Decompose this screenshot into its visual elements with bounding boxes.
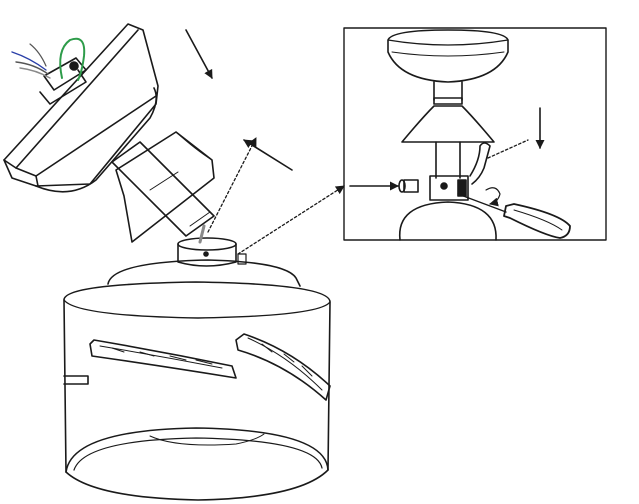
upward-arrow [243, 139, 293, 171]
motor-top [107, 259, 301, 287]
gray-wire [15, 61, 49, 75]
canopy-plate [3, 23, 159, 187]
blade-slot-right [235, 333, 331, 401]
inset-bell-cover [401, 105, 495, 143]
inset-motor-top [399, 201, 497, 241]
downrod [111, 141, 215, 237]
supply-wires [11, 37, 86, 81]
inset-frame [343, 27, 607, 241]
screwdriver-icon [457, 193, 571, 239]
collar-pin [203, 251, 209, 257]
tilted-canopy-assembly [3, 23, 215, 243]
dotted-guide-to-rod [207, 137, 257, 233]
housing-drum [63, 281, 331, 501]
inset-canopy [387, 29, 509, 83]
dotted-guide-to-inset [237, 185, 345, 255]
light-gray-wire [19, 67, 51, 79]
fan-housing [63, 224, 331, 501]
canopy-bowl [35, 87, 158, 193]
inset-detail [343, 27, 607, 241]
blue-wire [11, 51, 47, 71]
inset-hanger-hook [469, 142, 491, 185]
bracket-screw [69, 61, 79, 71]
lower-arrow [185, 29, 213, 79]
canopy-plate-inner-edge [3, 29, 139, 169]
housing-slot-left [63, 375, 89, 385]
inset-downrod [433, 81, 463, 101]
inset-collar [429, 175, 469, 201]
inset-rotation-arrow [485, 187, 501, 207]
mounting-bracket [43, 57, 87, 91]
inset-pin [403, 179, 419, 193]
housing-bottom-ring [65, 427, 329, 473]
green-ground-wire [59, 37, 86, 81]
white-wire-loop [29, 43, 47, 67]
blade-slot-front [89, 339, 237, 379]
downrod-collar [177, 237, 237, 251]
